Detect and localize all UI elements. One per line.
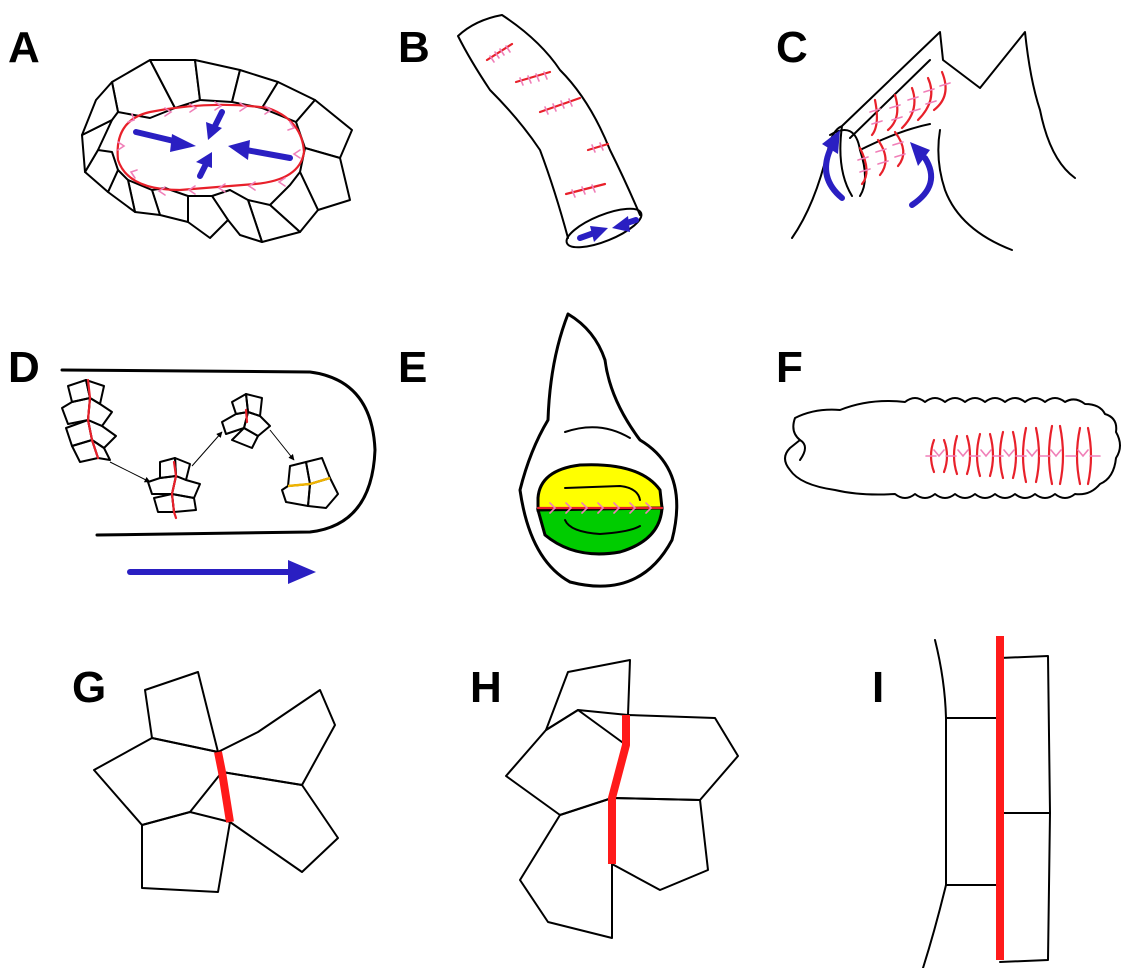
panel-label-a: A [8,23,40,72]
constriction-arrows [136,112,290,176]
cable-segments [487,44,608,197]
panel-label-g: G [72,663,106,712]
panel-label-f: F [776,343,803,392]
compartment-ventral [538,508,662,554]
aligned-cells [923,640,1050,968]
panel-f: F [776,343,1120,498]
embryo-outline [62,370,375,535]
resolving-cells [506,660,738,938]
panel-i: I [872,636,1050,968]
panel-e: E [398,314,677,586]
panel-b: B [398,15,646,255]
panel-c: C [776,23,1075,250]
panel-h: H [470,660,738,938]
cell-cluster-3 [222,394,270,448]
panel-a: A [8,23,352,242]
tube-outline [458,15,640,238]
cable-segments [858,72,950,184]
panel-label-h: H [470,663,502,712]
transition-arrows [110,430,294,482]
panel-d: D [8,343,375,584]
cell-cluster-2 [148,458,200,518]
segment-cables [926,426,1100,484]
panel-label-i: I [872,663,884,712]
cell-cluster-4 [282,458,338,508]
panel-label-c: C [776,23,808,72]
panel-g: G [72,663,338,892]
cell-cluster-1 [62,380,116,462]
shared-junction [218,752,230,822]
embryo-segmented-outline [785,398,1120,498]
panel-label-b: B [398,23,430,72]
epithelial-cells-ring [82,60,352,242]
panel-label-e: E [398,343,427,392]
direction-arrow [130,560,316,584]
panel-label-d: D [8,343,40,392]
rosette-cells [94,672,338,892]
